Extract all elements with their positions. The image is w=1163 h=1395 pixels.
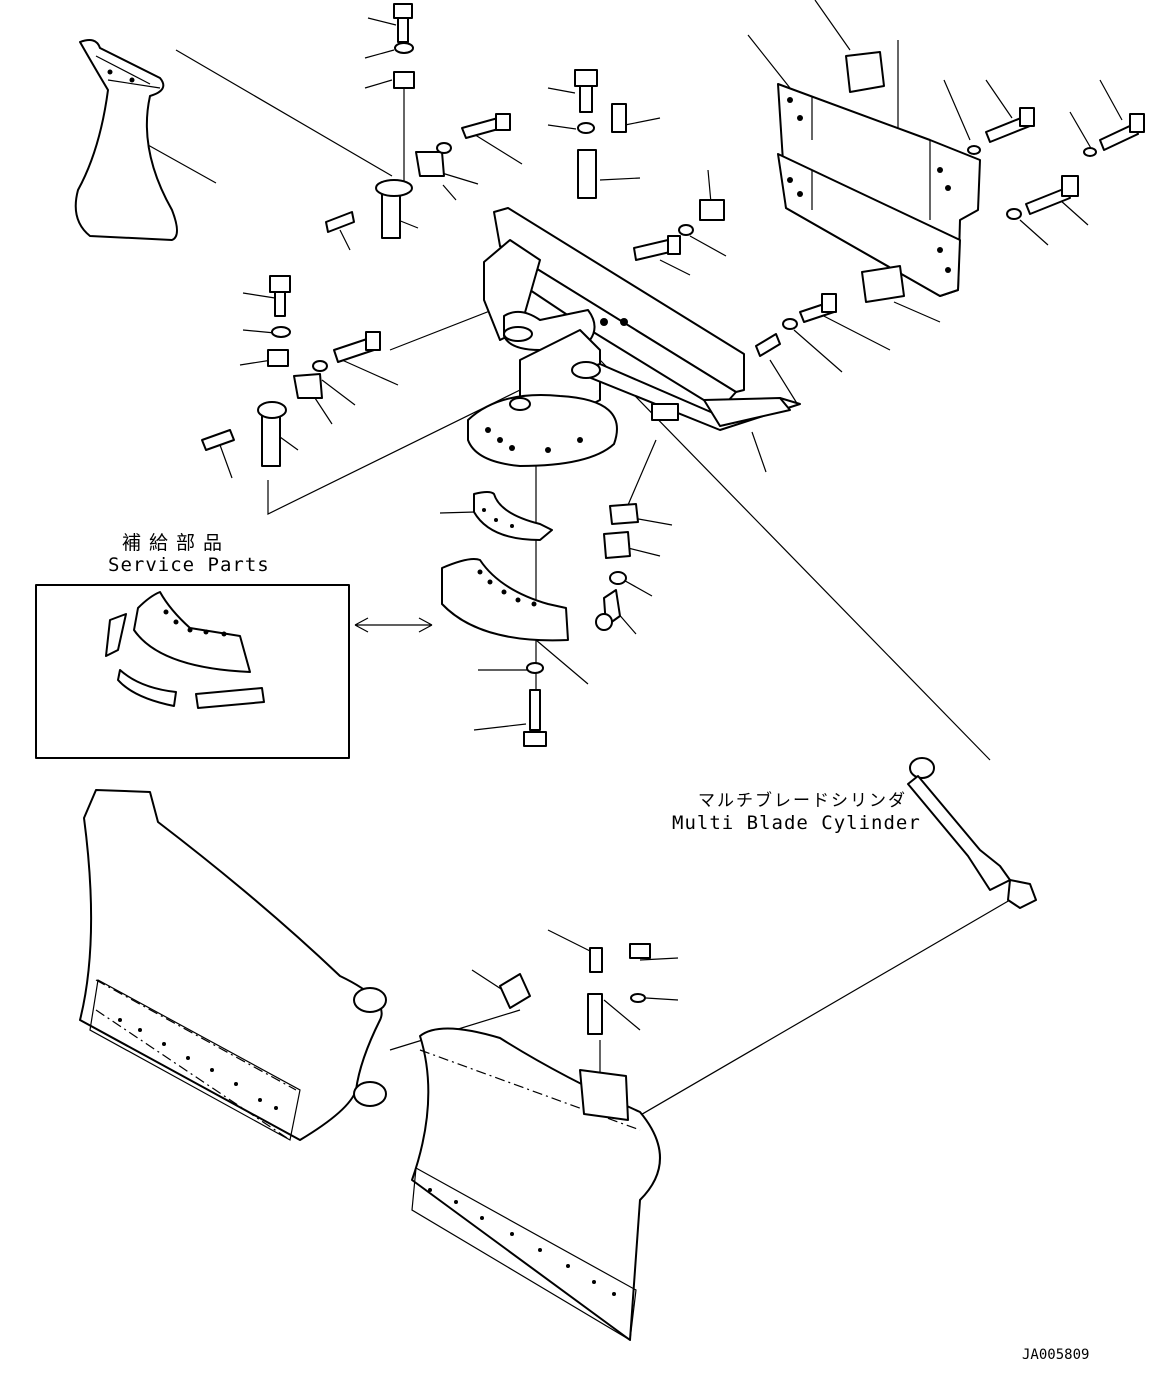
- blade-left: [79, 789, 387, 1141]
- wear-plates-center: [441, 491, 569, 747]
- cylinder-label-jp: マルチブレードシリンダ: [698, 791, 907, 811]
- service-parts-label-jp: 補給部品: [122, 532, 231, 554]
- swivel-frame-main: [467, 207, 801, 467]
- bolt-group-center-top: [574, 69, 725, 261]
- drawing-code: JA005809: [1022, 1347, 1090, 1363]
- multi-blade-cylinder: [907, 757, 1037, 909]
- frame-bracket-right: [755, 51, 1145, 357]
- bolt-group-mid-left: [201, 275, 381, 467]
- blade-right: [411, 943, 661, 1341]
- bolt-group-upper-left: [325, 3, 511, 239]
- switch-parts: [595, 503, 639, 631]
- cylinder-label-en: Multi Blade Cylinder: [672, 812, 921, 834]
- service-parts-box: [35, 584, 350, 759]
- service-parts-label-en: Service Parts: [108, 554, 270, 576]
- lamp-guard-part: [74, 39, 178, 241]
